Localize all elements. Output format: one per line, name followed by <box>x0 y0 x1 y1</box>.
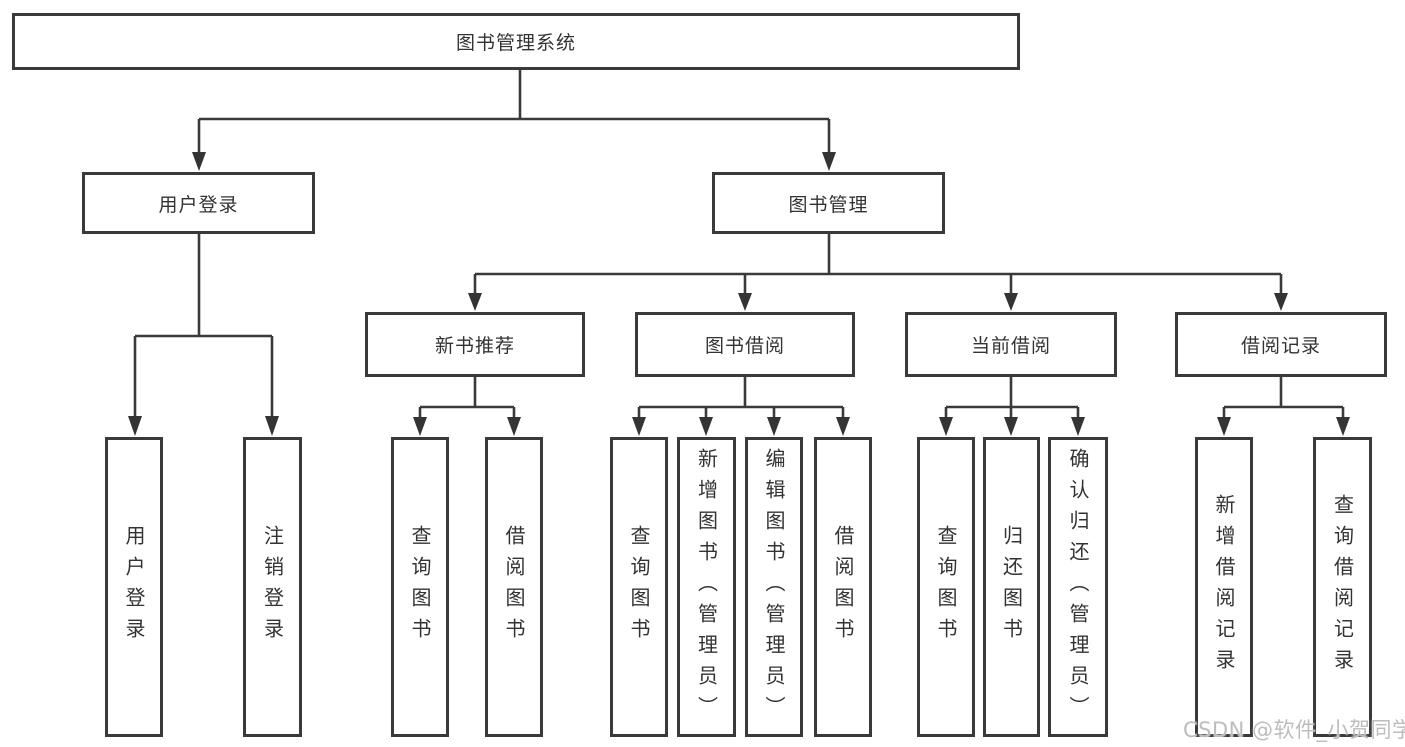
node-leaf-query-books-borrow: 查询图书 <box>610 437 668 737</box>
node-label: 图书管理系统 <box>455 32 576 54</box>
node-library-management-system: 图书管理系统 <box>12 13 1020 70</box>
node-label: 注销登录 <box>260 525 285 649</box>
node-label: 确认归还（管理员） <box>1066 447 1090 727</box>
node-book-management: 图书管理 <box>712 172 945 234</box>
node-user-login: 用户登录 <box>82 172 315 234</box>
node-new-book-recommend: 新书推荐 <box>365 312 585 377</box>
node-current-borrow: 当前借阅 <box>905 312 1117 377</box>
node-leaf-user-login: 用户登录 <box>105 437 163 737</box>
node-label: 查询图书 <box>627 525 651 649</box>
arrowhead <box>1004 293 1018 311</box>
arrowhead <box>128 416 142 436</box>
arrowhead <box>1071 417 1085 436</box>
node-label: 当前借阅 <box>970 335 1051 357</box>
arrowhead <box>1274 293 1288 311</box>
node-leaf-borrow-books: 借阅图书 <box>814 437 872 737</box>
arrowhead <box>822 152 836 171</box>
node-leaf-query-books-current: 查询图书 <box>917 437 975 737</box>
node-label: 借阅图书 <box>831 525 855 649</box>
arrowhead <box>767 417 781 436</box>
node-leaf-query-books-recommend: 查询图书 <box>391 437 449 737</box>
node-leaf-add-books-admin: 新增图书（管理员） <box>677 437 736 737</box>
node-label: 归还图书 <box>999 525 1024 649</box>
arrowhead <box>192 152 206 171</box>
node-label: 图书管理 <box>788 193 869 216</box>
node-leaf-query-borrow-record: 查询借阅记录 <box>1313 437 1372 737</box>
arrowhead <box>507 417 521 436</box>
node-book-borrow: 图书借阅 <box>635 312 855 377</box>
node-leaf-logout: 注销登录 <box>243 437 302 737</box>
arrowhead <box>632 417 646 436</box>
arrowhead <box>1336 417 1350 436</box>
node-leaf-edit-books-admin: 编辑图书（管理员） <box>745 437 803 737</box>
node-label: 编辑图书（管理员） <box>762 447 786 727</box>
node-label: 新书推荐 <box>434 335 515 357</box>
node-label: 查询图书 <box>408 525 432 649</box>
arrowhead <box>699 417 713 436</box>
arrowhead <box>468 293 482 311</box>
node-label: 查询借阅记录 <box>1330 494 1355 680</box>
node-leaf-confirm-return-admin: 确认归还（管理员） <box>1048 437 1108 737</box>
node-label: 用户登录 <box>158 193 239 216</box>
node-borrow-records: 借阅记录 <box>1175 312 1387 377</box>
csdn-watermark: CSDN @软件_小贺同学 <box>1183 718 1405 742</box>
node-label: 新增图书（管理员） <box>694 447 719 727</box>
node-label: 新增借阅记录 <box>1212 494 1236 680</box>
arrowhead <box>738 293 752 311</box>
node-label: 图书借阅 <box>704 335 785 357</box>
arrowhead <box>265 416 279 436</box>
arrowhead <box>1004 417 1018 436</box>
node-label: 借阅图书 <box>502 525 526 649</box>
arrowhead <box>1217 417 1231 436</box>
node-leaf-add-borrow-record: 新增借阅记录 <box>1195 437 1253 737</box>
arrowhead <box>413 417 427 436</box>
node-label: 借阅记录 <box>1240 335 1321 357</box>
node-label: 查询图书 <box>934 525 958 649</box>
node-leaf-return-books: 归还图书 <box>983 437 1040 737</box>
arrowhead <box>836 417 850 436</box>
arrowhead <box>939 417 953 436</box>
node-label: 用户登录 <box>122 525 146 649</box>
node-leaf-borrow-books-recommend: 借阅图书 <box>485 437 543 737</box>
